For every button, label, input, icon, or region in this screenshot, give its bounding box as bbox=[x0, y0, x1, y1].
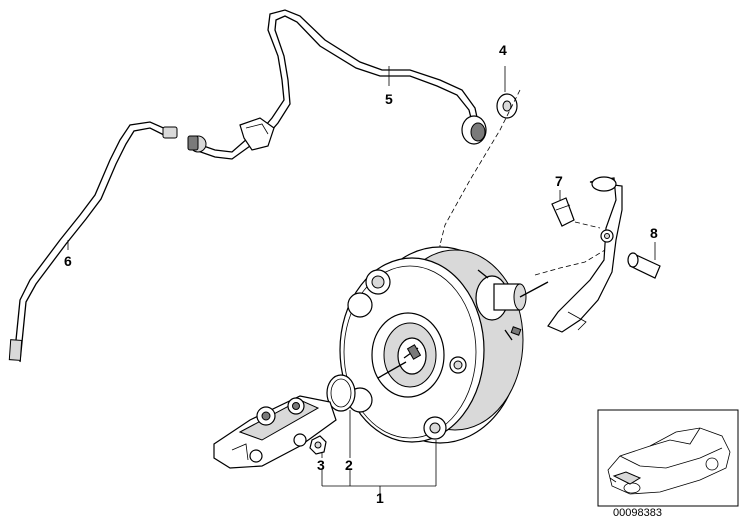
clip-7 bbox=[551, 190, 575, 227]
callout-6: 6 bbox=[64, 253, 72, 269]
guide-line bbox=[439, 89, 521, 246]
vehicle-thumbnail bbox=[597, 409, 739, 507]
car-silhouette-icon bbox=[607, 427, 731, 495]
callout-1: 1 bbox=[376, 490, 384, 506]
grommet-4 bbox=[496, 66, 518, 119]
callout-5: 5 bbox=[385, 91, 393, 107]
pin-8 bbox=[627, 242, 661, 279]
guide-line bbox=[574, 221, 601, 229]
callout-3: 3 bbox=[317, 457, 325, 473]
reference-number: 00098383 bbox=[613, 507, 662, 519]
o-ring-2 bbox=[326, 374, 356, 412]
callout-7: 7 bbox=[555, 173, 563, 189]
callout-8: 8 bbox=[650, 225, 658, 241]
guide-line bbox=[534, 249, 606, 276]
pedal-arm bbox=[547, 176, 623, 333]
master-cylinder bbox=[213, 395, 337, 469]
callout-4: 4 bbox=[499, 42, 507, 58]
brake-booster-1 bbox=[339, 246, 549, 444]
callout-2: 2 bbox=[345, 457, 353, 473]
vacuum-line-6 bbox=[8, 121, 178, 363]
vacuum-line-5 bbox=[187, 9, 487, 160]
nut-3 bbox=[309, 435, 327, 455]
